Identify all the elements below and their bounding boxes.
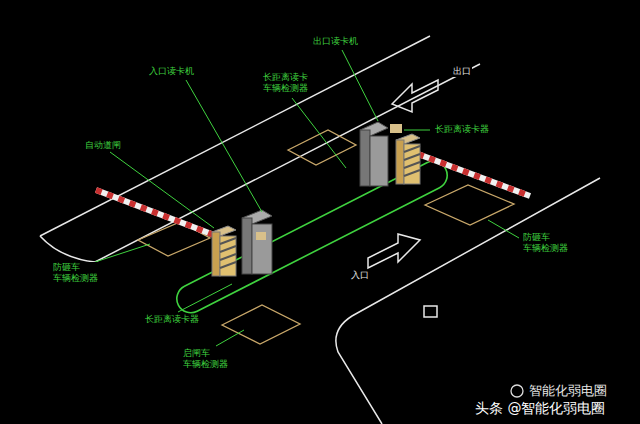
barrier-post [212,226,236,276]
callout-label: 防砸车 车辆检测器 [52,262,104,284]
callout-label: 出口读卡机 [312,36,359,47]
barrier-arm [96,154,530,238]
watermark: 头条 @智能化弱电圈 [474,400,606,417]
marker-square [424,306,437,317]
leader-line [95,50,519,346]
callout-label: 长距离读卡器 [434,124,490,135]
vehicle-detector [138,130,514,344]
callout-label: 自动道闸 [84,140,122,151]
callout-label: 防砸车 车辆检测器 [522,232,574,254]
road-marking: 出口 [452,66,472,77]
road-edge [40,36,600,424]
callout-label: 长距离读卡器 [144,314,200,325]
callout-label: 长距离读卡 车辆检测器 [262,72,314,94]
callout-label: 启闸车 车辆检测器 [182,348,234,370]
road-marking: 入口 [350,270,370,281]
watermark-logo [511,385,523,397]
direction-arrow [368,234,420,268]
card-reader [242,210,272,274]
watermark: 智能化弱电圈 [528,383,608,399]
callout-label: 入口读卡机 [148,66,195,77]
barrier-post [396,134,420,184]
direction-arrow [392,80,438,112]
